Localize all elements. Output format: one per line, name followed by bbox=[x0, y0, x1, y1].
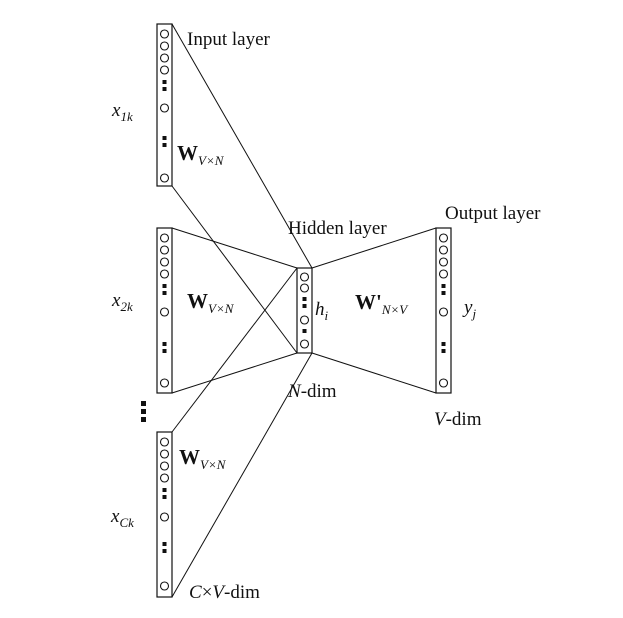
weight-label-1: WV×N bbox=[177, 141, 225, 168]
input-1-node bbox=[159, 103, 170, 113]
input-1-node bbox=[159, 173, 170, 183]
conn-in1-top-hidden bbox=[171, 23, 313, 269]
x1k-label: x1k bbox=[111, 100, 133, 124]
ellipsis-dot bbox=[162, 495, 167, 499]
ellipsis-dot bbox=[162, 143, 167, 147]
input-column-2-frame bbox=[156, 227, 173, 394]
hidden-node bbox=[299, 315, 310, 325]
ellipsis-dot bbox=[162, 549, 167, 553]
output-node bbox=[438, 257, 449, 267]
ellipsis-dot bbox=[162, 87, 167, 91]
ellipsis-dot bbox=[441, 349, 446, 353]
ellipsis-dot bbox=[162, 349, 167, 353]
weight-prime-label: W'N×V bbox=[355, 290, 409, 317]
output-column bbox=[435, 227, 452, 394]
input-c-node bbox=[159, 512, 170, 522]
ellipsis-dot bbox=[441, 342, 446, 346]
output-node bbox=[438, 233, 449, 243]
conn-in3-top-hidden bbox=[171, 267, 298, 433]
hidden-layer-label: Hidden layer bbox=[288, 218, 387, 239]
x2k-label: x2k bbox=[111, 290, 133, 314]
input-2-node bbox=[159, 257, 170, 267]
output-column-frame bbox=[435, 227, 452, 394]
input-column-c-frame bbox=[156, 431, 173, 598]
output-node bbox=[438, 378, 449, 388]
input-1-node bbox=[159, 41, 170, 51]
conn-hidden-output-top bbox=[311, 227, 437, 269]
output-layer-label: Output layer bbox=[445, 203, 541, 224]
hidden-node bbox=[299, 339, 310, 349]
input-2-node bbox=[159, 307, 170, 317]
ellipsis-dot bbox=[141, 417, 146, 422]
ellipsis-dot bbox=[302, 329, 307, 333]
input-2-node bbox=[159, 269, 170, 279]
input-c-node bbox=[159, 473, 170, 483]
ellipsis-dot bbox=[302, 304, 307, 308]
hidden-unit-label: hi bbox=[315, 299, 329, 323]
input-layer-label: Input layer bbox=[187, 29, 271, 50]
ellipsis-dot bbox=[441, 284, 446, 288]
hidden-node bbox=[299, 283, 310, 293]
cv-dim-label: C×V-dim bbox=[189, 582, 260, 603]
ellipsis-dot bbox=[162, 80, 167, 84]
input-c-node bbox=[159, 437, 170, 447]
xck-label: xCk bbox=[110, 506, 134, 530]
hidden-column-frame bbox=[296, 267, 313, 354]
input-c-node bbox=[159, 461, 170, 471]
ellipsis-dot bbox=[141, 401, 146, 406]
output-node bbox=[438, 269, 449, 279]
output-node bbox=[438, 245, 449, 255]
input-1-node bbox=[159, 29, 170, 39]
ellipsis-dot bbox=[162, 488, 167, 492]
ellipsis-dot bbox=[441, 291, 446, 295]
ellipsis-dot bbox=[302, 297, 307, 301]
hidden-column bbox=[296, 267, 313, 354]
output-node bbox=[438, 307, 449, 317]
ellipsis-dot bbox=[162, 291, 167, 295]
weight-label-c: WV×N bbox=[179, 445, 227, 472]
input-2-node bbox=[159, 233, 170, 243]
ellipsis-dot bbox=[141, 409, 146, 414]
input-2-node bbox=[159, 378, 170, 388]
v-dim-label: V-dim bbox=[434, 409, 482, 430]
weight-label-2: WV×N bbox=[187, 289, 235, 316]
ellipsis-dot bbox=[162, 136, 167, 140]
output-unit-label: yj bbox=[462, 297, 476, 321]
input-c-node bbox=[159, 581, 170, 591]
hidden-node bbox=[299, 272, 310, 282]
connections bbox=[171, 23, 437, 598]
conn-hidden-output-bottom bbox=[311, 352, 437, 394]
ellipsis-dot bbox=[162, 342, 167, 346]
input-2-node bbox=[159, 245, 170, 255]
columns-ellipsis bbox=[141, 401, 146, 422]
input-column-1 bbox=[156, 23, 173, 187]
input-c-node bbox=[159, 449, 170, 459]
input-column-2 bbox=[156, 227, 173, 394]
n-dim-label: N-dim bbox=[287, 381, 337, 402]
conn-in1-bottom-hidden bbox=[171, 185, 298, 354]
input-1-node bbox=[159, 53, 170, 63]
ellipsis-dot bbox=[162, 542, 167, 546]
conn-in2-bottom-hidden bbox=[171, 352, 298, 394]
conn-in2-top-hidden bbox=[171, 227, 298, 269]
input-1-node bbox=[159, 65, 170, 75]
input-column-c bbox=[156, 431, 173, 598]
input-column-1-frame bbox=[156, 23, 173, 187]
conn-in3-bottom-hidden bbox=[171, 352, 313, 598]
ellipsis-dot bbox=[162, 284, 167, 288]
